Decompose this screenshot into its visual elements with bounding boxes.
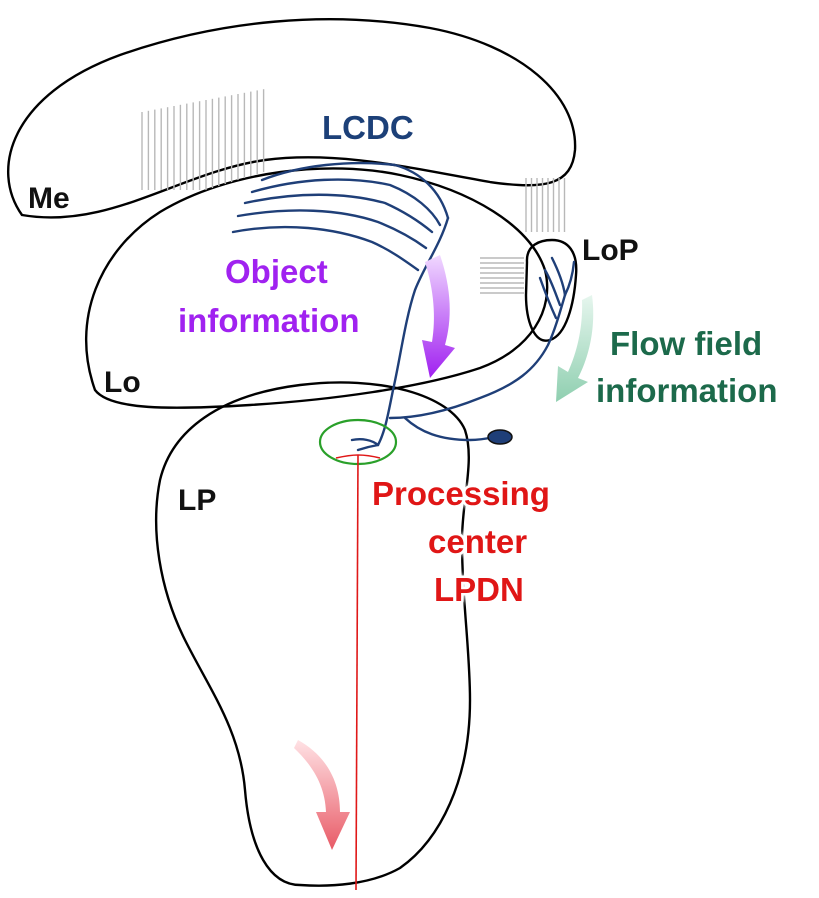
lp-label: LP xyxy=(178,484,216,517)
me-label: Me xyxy=(28,182,70,215)
output-arrow xyxy=(294,740,350,850)
flow-field-label-line1: Flow field xyxy=(610,325,762,362)
lcdc-dendrite-2 xyxy=(250,178,442,227)
object-information-label-line2: information xyxy=(178,302,359,339)
lcdc-terminal-1 xyxy=(350,438,380,447)
lop-label: LoP xyxy=(582,234,639,267)
lp-region xyxy=(155,381,472,887)
object-information-arrow xyxy=(422,255,455,378)
lcdc-lop-twig-3 xyxy=(538,276,558,320)
lobula-region xyxy=(85,167,549,409)
medulla-columns xyxy=(141,89,265,190)
lcdc-neuron xyxy=(231,161,576,452)
lcdc-lop-twig-4 xyxy=(543,268,562,307)
lop-input-lines xyxy=(480,257,524,294)
lcdc-dendrite-3 xyxy=(243,193,434,234)
lcdc-cell-body xyxy=(487,429,513,445)
lcdc-branch-lop xyxy=(388,293,567,420)
lcdc-dendrite-5 xyxy=(231,225,420,272)
lcdc-dendrite-1 xyxy=(260,161,450,220)
lpdn-axon xyxy=(355,454,359,891)
lpdn-neuron xyxy=(335,454,381,891)
lcdc-lop-twig-1 xyxy=(550,256,567,297)
flow-field-information-arrow xyxy=(556,295,594,402)
lcdc-soma-fiber xyxy=(403,416,497,442)
object-information-label-line1: Object xyxy=(225,253,328,290)
lcdc-lop-twig-2 xyxy=(563,260,576,297)
lcdc-terminal-2 xyxy=(356,443,380,452)
processing-center-label-line3: LPDN xyxy=(434,571,524,608)
lobula-plate-region xyxy=(524,238,578,342)
lcdc-label: LCDC xyxy=(322,109,414,146)
lcdc-axon-main xyxy=(376,216,450,447)
lcdc-dendrite-4 xyxy=(236,209,428,250)
flow-field-label-line2: information xyxy=(596,372,777,409)
medulla-region xyxy=(7,18,577,219)
processing-center-label-line2: center xyxy=(428,523,527,560)
upper-right-columns xyxy=(525,178,566,232)
lo-label: Lo xyxy=(104,366,141,399)
processing-center-label-line1: Processing xyxy=(372,475,550,512)
